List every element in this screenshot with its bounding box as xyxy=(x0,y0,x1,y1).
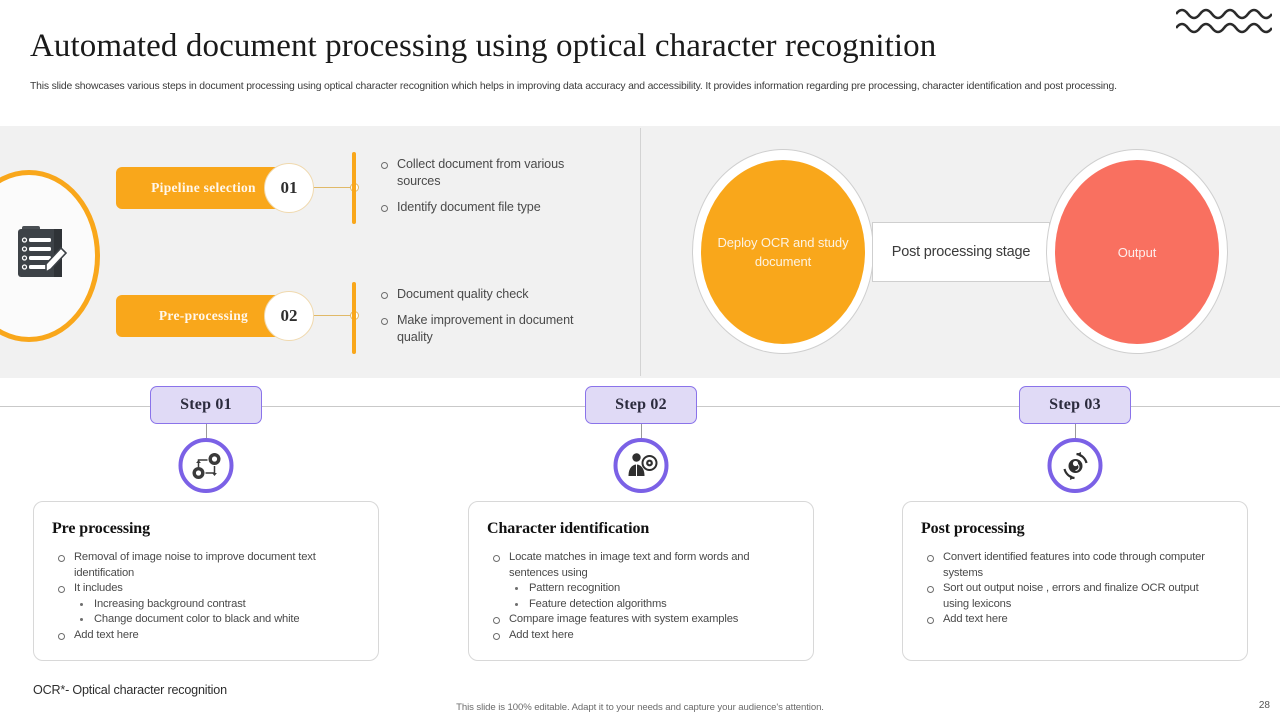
pipeline-number-2: 02 xyxy=(264,291,314,341)
pipeline-number-1: 01 xyxy=(264,163,314,213)
person-recognition-icon xyxy=(628,452,657,476)
list-item: Identify document file type xyxy=(378,199,598,216)
ocr-circle: Deploy OCR and study document xyxy=(701,160,865,344)
pipeline-bullets-2: Document quality check Make improvement … xyxy=(378,286,598,355)
list-item: Feature detection algorithms xyxy=(487,597,795,613)
page-title: Automated document processing using opti… xyxy=(30,28,937,64)
list-item: Pattern recognition xyxy=(487,581,795,597)
step-badge-2[interactable]: Step 02 xyxy=(585,386,697,424)
editable-note: This slide is 100% editable. Adapt it to… xyxy=(456,702,824,713)
pipeline-label-1: Pipeline selection xyxy=(151,180,256,195)
step-icon-ring-1 xyxy=(178,438,234,493)
list-item: It includes xyxy=(52,581,360,597)
list-item: Removal of image noise to improve docume… xyxy=(52,550,360,581)
list-item-continuation: using lexicons xyxy=(943,597,1012,610)
step-badge-label-3: Step 03 xyxy=(1049,396,1101,413)
pipeline-connector-1 xyxy=(314,187,356,188)
pipeline-bullets-1: Collect document from various sources Id… xyxy=(378,156,598,225)
page-number: 28 xyxy=(1258,700,1270,711)
step-icon-ring-2 xyxy=(613,438,669,493)
post-processing-label: Post processing stage xyxy=(891,244,1031,260)
card-3: Post processing Convert identified featu… xyxy=(902,501,1248,661)
step-stem-1 xyxy=(206,424,207,442)
card-title-1: Pre processing xyxy=(52,520,150,537)
ocr-circle-label: Deploy OCR and study document xyxy=(717,235,849,269)
list-item: Document quality check xyxy=(378,286,598,303)
step-badge-1[interactable]: Step 01 xyxy=(150,386,262,424)
pipeline-connector-2 xyxy=(314,315,356,316)
process-gear-flow-icon xyxy=(192,452,220,479)
card-title-2: Character identification xyxy=(487,520,650,537)
page-subtitle: This slide showcases various steps in do… xyxy=(30,81,1117,92)
list-item: Convert identified features into code th… xyxy=(921,550,1229,581)
output-circle: Output xyxy=(1055,160,1219,344)
list-item: Sort out output noise , errors and final… xyxy=(921,581,1229,597)
pipeline-accent-bar-2 xyxy=(352,282,356,354)
cycle-refresh-icon xyxy=(1062,451,1088,480)
step-badge-label-2: Step 02 xyxy=(615,396,667,413)
list-item: Add text here xyxy=(921,612,1229,628)
step-stem-2 xyxy=(641,424,642,442)
list-item: Add text here xyxy=(487,628,795,644)
list-item: Increasing background contrast xyxy=(52,597,360,613)
wave-decoration-icon xyxy=(1176,8,1272,34)
clipboard-pencil-icon xyxy=(18,226,68,277)
step-icon-ring-3 xyxy=(1047,438,1103,493)
panel-divider xyxy=(640,128,641,376)
footnote: OCR*- Optical character recognition xyxy=(33,683,227,697)
pipeline-pill-1[interactable]: Pipeline selection xyxy=(116,167,291,209)
pipeline-accent-bar-1 xyxy=(352,152,356,224)
pipeline-pill-2[interactable]: Pre-processing xyxy=(116,295,291,337)
list-item: Compare image features with system examp… xyxy=(487,612,795,628)
card-1: Pre processing Removal of image noise to… xyxy=(33,501,379,661)
pipeline-label-2: Pre-processing xyxy=(158,308,249,323)
step-stem-3 xyxy=(1075,424,1076,442)
list-item: Change document color to black and white xyxy=(52,612,360,628)
post-processing-box: Post processing stage xyxy=(872,222,1050,282)
list-item: Make improvement in document quality xyxy=(378,312,598,346)
card-2: Character identification Locate matches … xyxy=(468,501,814,661)
step-badge-label-1: Step 01 xyxy=(180,396,232,413)
list-item: Locate matches in image text and form wo… xyxy=(487,550,795,581)
list-item: Collect document from various sources xyxy=(378,156,598,190)
output-circle-label: Output xyxy=(1117,244,1157,260)
step-badge-3[interactable]: Step 03 xyxy=(1019,386,1131,424)
card-title-3: Post processing xyxy=(921,520,1025,537)
list-item: Add text here xyxy=(52,628,360,644)
